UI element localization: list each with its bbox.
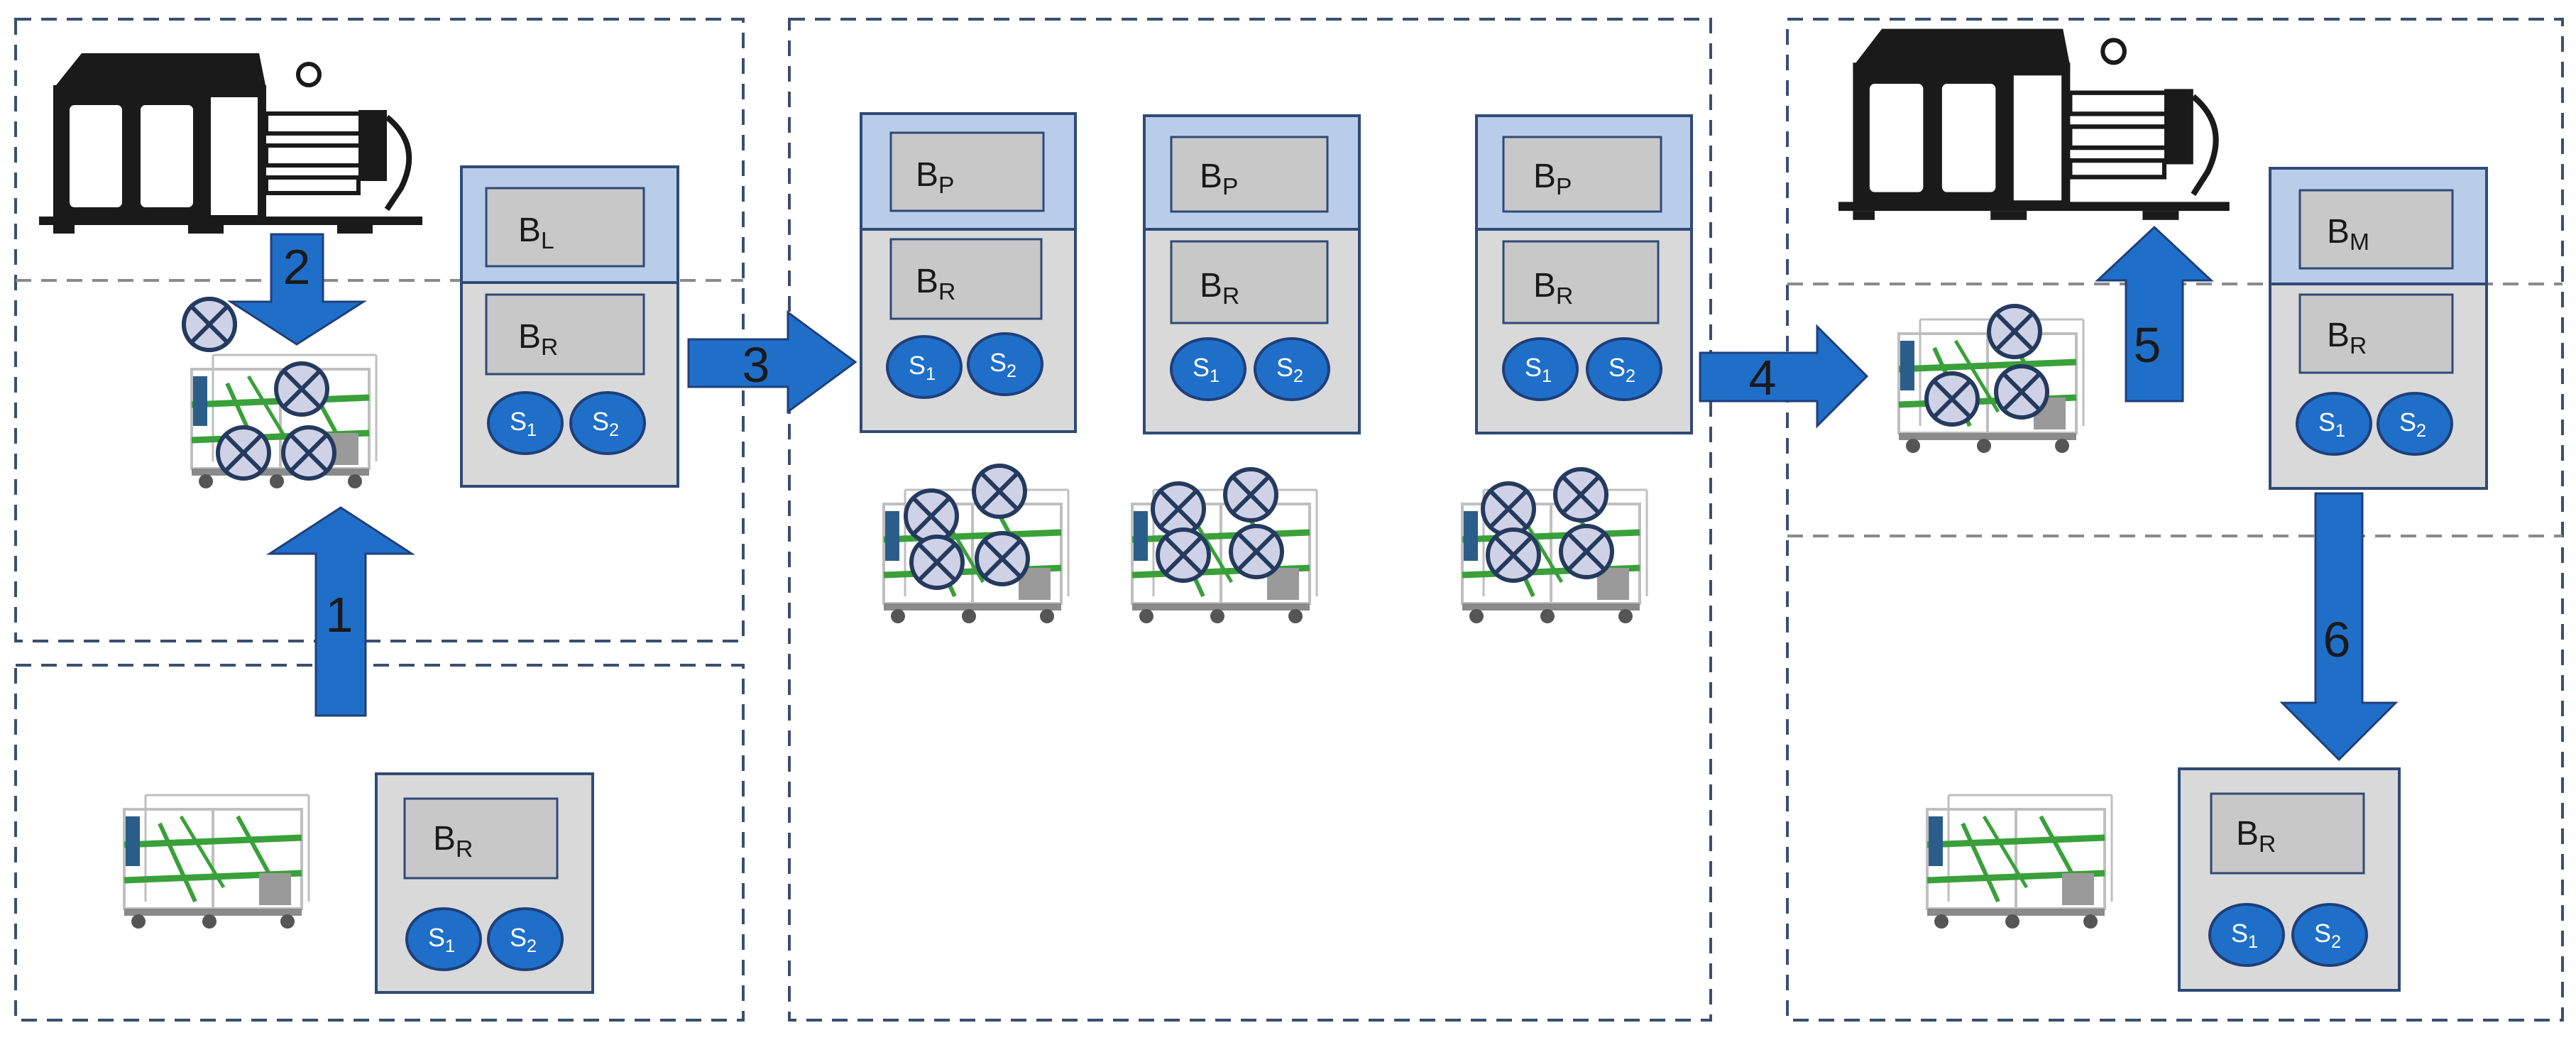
buffer-mid-2: BP BR S1 S2 (1143, 114, 1361, 434)
buffer-left-bottom: BR S1 S2 (375, 772, 594, 994)
buffer-label-br: BR (1200, 267, 1239, 310)
buffer-label-bp: BP (1200, 158, 1238, 200)
slot-s2: S2 (487, 907, 564, 971)
part-token-icon (184, 299, 235, 350)
buffer-label-br: BR (1533, 267, 1573, 310)
part-token-icon (911, 537, 963, 588)
svg-text:S2: S2 (2314, 919, 2341, 952)
svg-text:S2: S2 (990, 348, 1016, 381)
region-rack-supply (14, 664, 745, 1022)
arrow-label-3: 3 (742, 337, 770, 393)
slot-s2: S2 (2291, 903, 2368, 967)
slot-s2: S2 (2377, 392, 2453, 456)
part-token-icon (906, 491, 957, 542)
arrow-3: 3 (687, 310, 857, 414)
svg-text:S2: S2 (592, 407, 619, 440)
injection-machine-right-icon (1838, 21, 2230, 220)
arrow-label-2: 2 (283, 239, 311, 295)
slot-s1: S1 (886, 335, 963, 399)
arrow-6: 6 (2279, 492, 2399, 762)
slot-s2: S2 (967, 332, 1043, 396)
part-token-icon (1158, 530, 1209, 581)
region-production (788, 18, 1712, 1022)
slot-s1: S1 (1170, 337, 1246, 401)
svg-text:S2: S2 (1608, 353, 1635, 386)
svg-text:S1: S1 (1525, 353, 1552, 386)
arrow-5: 5 (2095, 225, 2214, 403)
slot-s2: S2 (1254, 337, 1330, 401)
part-token-icon (283, 427, 334, 478)
buffer-label-bl: BL (518, 212, 554, 254)
slot-s2: S2 (1586, 337, 1662, 401)
svg-text:S1: S1 (428, 923, 455, 956)
slot-s1: S1 (2296, 392, 2372, 456)
arrow-4: 4 (1699, 324, 1869, 429)
buffer-label-bp: BP (916, 156, 954, 199)
part-token-icon (1483, 483, 1534, 535)
arrow-label-5: 5 (2134, 317, 2161, 373)
svg-text:S2: S2 (510, 923, 537, 956)
svg-text:S1: S1 (2318, 407, 2345, 441)
buffer-left-top: BL BR S1 S2 (460, 165, 679, 488)
svg-text:S2: S2 (1276, 353, 1303, 386)
buffer-mid-3: BP BR S1 S2 (1475, 114, 1693, 434)
svg-text:S1: S1 (1193, 353, 1220, 386)
storage-rack-empty-right-icon (1920, 795, 2119, 930)
slot-s1: S1 (487, 391, 564, 455)
arrow-2: 2 (226, 233, 368, 346)
slot-s1: S1 (1502, 337, 1579, 401)
part-token-icon (1561, 526, 1612, 577)
part-token-icon (1153, 483, 1204, 535)
arrow-1: 1 (265, 506, 416, 717)
part-token-icon (1989, 306, 2040, 357)
slot-s1: S1 (405, 907, 482, 971)
part-token-icon (1996, 366, 2047, 417)
part-token-icon (1225, 469, 1276, 520)
buffer-label-br: BR (433, 820, 473, 863)
slot-s1: S1 (2208, 903, 2285, 967)
part-token-icon (974, 466, 1025, 517)
buffer-label-bp: BP (1533, 158, 1572, 200)
region-frames (14, 18, 2564, 1022)
arrow-label-1: 1 (326, 587, 353, 642)
buffer-label-br: BR (916, 263, 955, 305)
svg-text:S1: S1 (510, 407, 537, 440)
slot-s2: S2 (569, 391, 646, 455)
buffer-label-br: BR (2236, 815, 2276, 858)
injection-machine-left-icon (39, 46, 422, 234)
buffer-mid-1: BP BR S1 S2 (860, 112, 1077, 433)
part-token-icon (1926, 373, 1978, 425)
buffer-right-bottom: BR S1 S2 (2178, 767, 2401, 992)
buffer-label-br: BR (518, 318, 558, 361)
part-token-icon (977, 533, 1028, 584)
arrow-label-4: 4 (1749, 350, 1777, 405)
buffer-label-bm: BM (2327, 213, 2369, 256)
buffer-right-top: BM BR S1 S2 (2269, 167, 2488, 490)
part-token-icon (276, 363, 327, 415)
svg-text:S2: S2 (2399, 407, 2426, 441)
region-unload-station (1786, 18, 2564, 1022)
buffer-label-br: BR (2327, 317, 2367, 359)
part-token-icon (218, 427, 269, 478)
svg-text:S1: S1 (909, 351, 936, 384)
region-load-station (14, 18, 745, 642)
storage-rack-empty-left-icon (117, 795, 316, 930)
part-token-icon (1231, 526, 1282, 577)
svg-text:S1: S1 (2231, 919, 2258, 952)
part-token-icon (1555, 469, 1606, 520)
arrow-label-6: 6 (2323, 612, 2351, 667)
part-token-icon (1488, 530, 1539, 581)
